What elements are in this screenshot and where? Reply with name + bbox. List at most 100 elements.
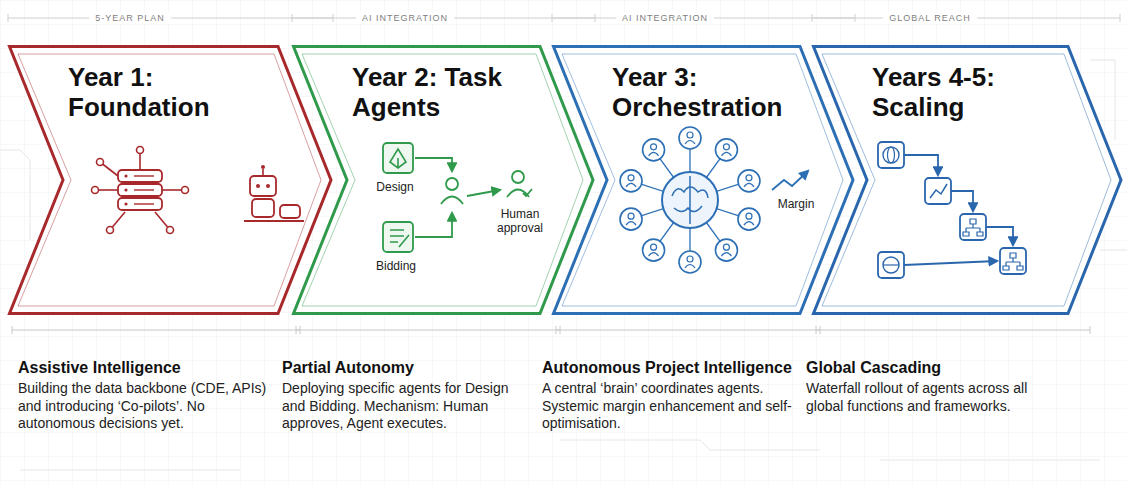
illustration-part [880, 460, 1100, 461]
agent-body [744, 183, 754, 187]
server-unit [118, 184, 162, 196]
circuit-node [167, 227, 174, 234]
flow-arrow [467, 190, 500, 196]
robot-laptop [280, 205, 300, 218]
illustration-part [0, 150, 30, 240]
description-heading: Assistive Intelligence [18, 358, 268, 377]
chevron-border [10, 47, 332, 314]
agent-node [679, 127, 701, 149]
phase-description: Autonomous Project IntelligenceA central… [542, 358, 792, 433]
design-icon [383, 143, 413, 173]
chevron-border [294, 47, 594, 314]
circuit-node [182, 187, 189, 194]
agent-node [715, 139, 737, 161]
brain-folds [672, 176, 708, 224]
agent-body [649, 152, 659, 156]
description-body: Waterfall rollout of agents across all g… [806, 380, 1056, 415]
phase-tag: 5-YEAR PLAN [89, 12, 171, 24]
person-head [446, 178, 458, 190]
chevron-inner-line [302, 54, 583, 306]
flow-arrow [415, 213, 452, 237]
flow-arrow [904, 261, 997, 265]
agent-node [738, 208, 760, 230]
phase-description: Global CascadingWaterfall rollout of age… [806, 358, 1056, 415]
illustration-part [1100, 250, 1127, 251]
document-lines [390, 230, 409, 247]
pen-nib [390, 149, 406, 168]
chevron-inner-line [18, 54, 321, 306]
hierarchy [963, 219, 983, 236]
hierarchy-box [1000, 248, 1026, 274]
bidding-icon [383, 222, 413, 252]
flow-arrow [986, 227, 1013, 245]
server-slot [134, 189, 154, 190]
illustration-part [20, 470, 240, 471]
illustration-part [8, 14, 9, 22]
hierarchy [1003, 253, 1023, 270]
central-brain [662, 172, 718, 228]
phase-description: Partial AutonomyDeploying specific agent… [282, 358, 532, 433]
illustration-part [292, 14, 293, 22]
globe-equator [883, 264, 899, 265]
phase-illustration [92, 147, 305, 234]
phase-title: Year 3: Orchestration [612, 63, 812, 123]
circuit-node [92, 187, 99, 194]
flow-arrow [772, 171, 808, 190]
approval-check [523, 189, 532, 196]
agent-body [649, 253, 659, 257]
illustration-part [12, 326, 13, 334]
phase-chevron: 5-YEAR PLANYear 1: FoundationAssistive I… [8, 45, 335, 317]
globe-box [878, 252, 904, 278]
server-slot [134, 175, 154, 176]
phase-chevron: AI INTEGRATIONYear 3: OrchestrationAuton… [552, 45, 857, 317]
circuit-node [107, 227, 114, 234]
robot-head [250, 176, 276, 196]
description-body: Building the data backbone (CDE, APIs) a… [18, 380, 268, 433]
chart-line [930, 184, 947, 198]
phase-chevron: AI INTEGRATIONYear 2: Task AgentsPartial… [292, 45, 597, 317]
chevron-outline [552, 45, 857, 317]
agent-body [685, 141, 695, 145]
agent-head [628, 175, 634, 181]
illustration-part [552, 14, 553, 22]
phase-title: Year 1: Foundation [68, 63, 268, 123]
server-unit [118, 170, 162, 182]
globe [883, 147, 899, 163]
icon-label: Human approval [488, 207, 552, 236]
circuit-node [137, 147, 144, 154]
server-led [124, 202, 127, 205]
icon-label: Margin [768, 197, 824, 211]
phase-tag: AI INTEGRATION [356, 12, 454, 24]
agent-node [643, 239, 665, 261]
robot-body [252, 199, 274, 217]
agent-body [721, 253, 731, 257]
illustration-part [556, 326, 557, 334]
server-unit [118, 198, 162, 210]
chevron-border [814, 47, 1122, 314]
agent-head [687, 132, 693, 138]
chart-box [925, 178, 951, 204]
illustration-part [556, 330, 820, 331]
illustration-part [816, 326, 817, 334]
phase-chevron: GLOBAL REACHYears 4-5: ScalingGlobal Cas… [812, 45, 1125, 317]
illustration-part [1090, 326, 1091, 334]
globe-box [878, 142, 904, 168]
agent-node [715, 239, 737, 261]
server-led [124, 188, 127, 191]
chevron-inner-line [822, 54, 1111, 306]
server-slot [134, 203, 154, 204]
illustration-part [12, 330, 300, 331]
illustration-part [560, 440, 820, 450]
description-body: Deploying specific agents for Design and… [282, 380, 532, 433]
chevron-outline [8, 45, 335, 317]
description-heading: Autonomous Project Intelligence [542, 358, 792, 377]
agent-body [685, 265, 695, 269]
phase-title: Years 4-5: Scaling [872, 63, 1072, 123]
agent-body [744, 222, 754, 226]
illustration-part [296, 326, 297, 334]
robot-desk [244, 220, 304, 222]
agent-node [679, 251, 701, 273]
robot-antenna [262, 169, 264, 176]
